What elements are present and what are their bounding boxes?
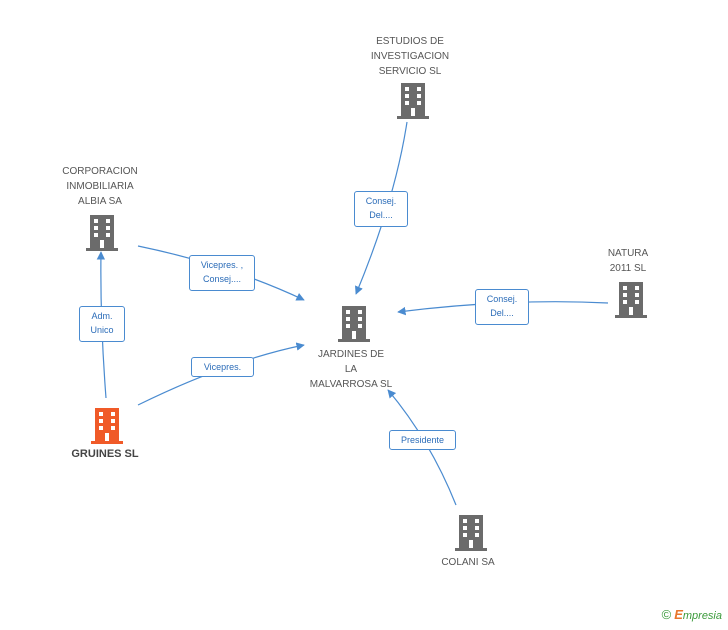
edge-label-natura-jardines[interactable]: Consej. Del.... — [475, 289, 529, 325]
node-label-corporacion[interactable]: CORPORACION INMOBILIARIA ALBIA SA — [62, 166, 138, 207]
edge-label-estudios-jardines[interactable]: Consej. Del.... — [354, 191, 408, 227]
building-icon[interactable] — [86, 215, 118, 251]
building-icon[interactable] — [338, 306, 370, 342]
building-icon[interactable] — [455, 515, 487, 551]
node-label-gruines[interactable]: GRUINES SL — [71, 448, 139, 460]
edge-label-gruines-corporacion[interactable]: Adm. Unico — [79, 306, 125, 342]
edge-label-corporacion-jardines[interactable]: Vicepres. , Consej.... — [189, 255, 255, 291]
building-icon[interactable] — [397, 83, 429, 119]
copyright-symbol: © — [661, 607, 672, 622]
edge-label-colani-jardines[interactable]: Presidente — [389, 430, 456, 450]
node-label-estudios[interactable]: ESTUDIOS DE INVESTIGACION SERVICIO SL — [370, 36, 450, 77]
node-label-jardines[interactable]: JARDINES DE LA MALVARROSA SL — [309, 349, 393, 390]
building-icon[interactable] — [91, 408, 123, 444]
brand-name: mpresia — [682, 610, 722, 622]
brand-footer: ©Empresia — [662, 607, 722, 622]
building-icon[interactable] — [615, 282, 647, 318]
node-label-natura[interactable]: NATURA 2011 SL — [607, 248, 649, 274]
node-label-colani[interactable]: COLANI SA — [441, 557, 495, 568]
edge-label-gruines-jardines[interactable]: Vicepres. — [191, 357, 254, 377]
brand-initial: E — [674, 607, 683, 622]
